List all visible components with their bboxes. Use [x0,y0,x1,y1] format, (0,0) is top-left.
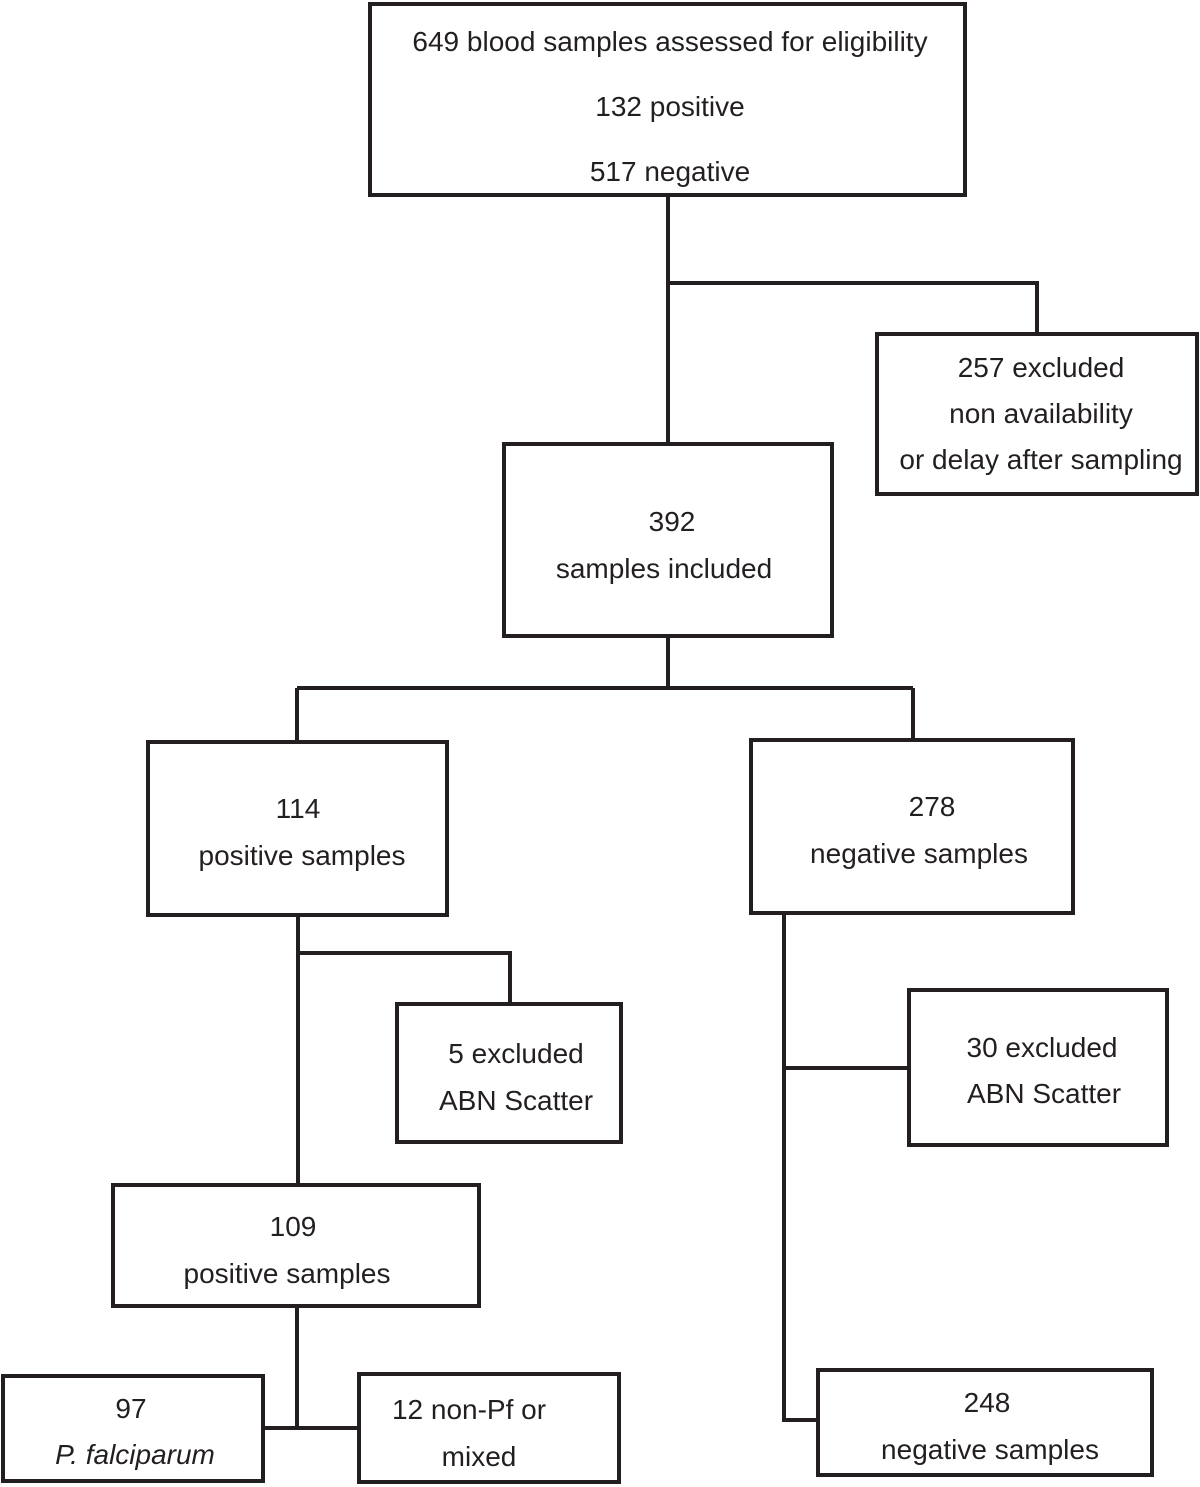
non-pf-label: mixed [441,1441,517,1472]
positive-final-label: positive samples [183,1258,391,1289]
positive-box: 114 positive samples [146,740,449,917]
positive-final-count: 109 [269,1211,317,1242]
excluded-negative-box: 30 excluded ABN Scatter [907,988,1169,1147]
connector-positive-final-split [263,1306,359,1430]
positive-final-box: 109 positive samples [111,1183,481,1308]
included-box: 392 samples included [502,442,834,638]
assessed-total-label: 649 blood samples assessed for eligibili… [412,26,928,57]
connector-to-excluded-positive [298,951,512,1004]
included-count: 392 [648,506,696,537]
negative-final-box: 248 negative samples [816,1368,1154,1477]
excluded-negative-count: 30 excluded [966,1032,1118,1063]
excluded-negative-reason: ABN Scatter [966,1078,1122,1109]
excluded-positive-box: 5 excluded ABN Scatter [395,1002,623,1144]
assessed-box: 649 blood samples assessed for eligibili… [368,2,967,197]
positive-label: positive samples [198,840,406,871]
negative-final-count: 248 [963,1387,1011,1418]
negative-box: 278 negative samples [749,738,1075,915]
falciparum-count: 97 [115,1393,147,1424]
excluded-availability-reason: non availability [949,398,1133,429]
assessed-positive-label: 132 positive [595,91,745,122]
falciparum-box: 97 P. falciparum [1,1374,265,1483]
excluded-positive-reason: ABN Scatter [438,1085,594,1116]
excluded-positive-count: 5 excluded [448,1038,584,1069]
negative-label: negative samples [810,838,1028,869]
positive-count: 114 [275,793,321,824]
non-pf-box: 12 non-Pf or mixed [357,1372,621,1484]
assessed-negative-label: 517 negative [589,156,751,187]
excluded-availability-count: 257 excluded [957,352,1125,383]
connector-included-split [295,637,915,742]
connector-negative-to-negative-final [782,913,818,1422]
negative-final-label: negative samples [881,1434,1099,1465]
excluded-availability-reason-cont: or delay after sampling [899,444,1183,475]
falciparum-label: P. falciparum [55,1439,215,1470]
non-pf-count: 12 non-Pf or [391,1394,547,1425]
included-label: samples included [555,553,773,584]
connector-to-excluded-availability [668,281,1039,334]
excluded-availability-box: 257 excluded non availability or delay a… [875,332,1199,496]
negative-count: 278 [908,791,956,822]
